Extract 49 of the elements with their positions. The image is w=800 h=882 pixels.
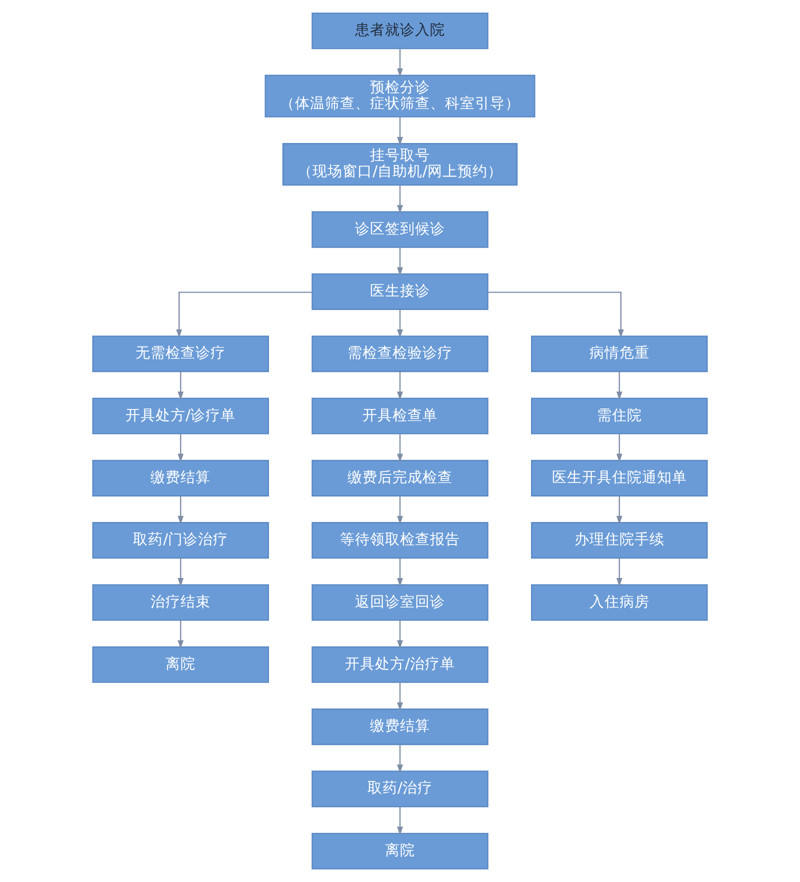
arrow xyxy=(616,434,622,462)
arrow xyxy=(397,620,403,649)
node-box: 开具处方/治疗单 xyxy=(312,646,488,683)
node-box: 等待领取检查报告 xyxy=(312,522,488,559)
arrow xyxy=(616,496,622,524)
arrow xyxy=(178,496,184,524)
node-box: 缴费结算 xyxy=(312,708,488,746)
arrow xyxy=(178,558,184,587)
node-box: 开具处方/诊疗单 xyxy=(92,398,269,434)
node-box: 病情危重 xyxy=(531,336,708,372)
node-box: 取药/门诊治疗 xyxy=(92,522,269,559)
node-box: 挂号取号 （现场窗口/自助机/网上预约） xyxy=(282,143,518,186)
node-box: 需住院 xyxy=(531,398,708,434)
arrow xyxy=(176,292,312,338)
arrow xyxy=(397,558,403,587)
node-box: 医生开具住院通知单 xyxy=(531,460,708,496)
node-box: 诊区签到候诊 xyxy=(312,211,488,248)
node-box: 返回诊室回诊 xyxy=(312,584,488,621)
node-box: 治疗结束 xyxy=(92,584,269,621)
arrow xyxy=(178,372,184,400)
node-box: 入住病房 xyxy=(531,584,708,621)
node-box: 无需检查诊疗 xyxy=(92,336,269,372)
node-box: 需检查检验诊疗 xyxy=(312,336,488,372)
arrow xyxy=(616,558,622,587)
arrow xyxy=(616,372,622,400)
node-box: 离院 xyxy=(312,832,488,870)
node-box: 缴费结算 xyxy=(92,460,269,496)
arrow xyxy=(397,248,403,276)
arrow xyxy=(397,116,403,146)
node-box: 开具检查单 xyxy=(312,398,488,434)
node-box: 缴费后完成检查 xyxy=(312,460,488,496)
arrow xyxy=(178,620,184,649)
node-box: 取药/治疗 xyxy=(312,770,488,808)
arrow xyxy=(397,744,403,774)
node-box: 离院 xyxy=(92,646,269,683)
arrow xyxy=(397,48,403,77)
arrow xyxy=(397,806,403,836)
arrow xyxy=(397,496,403,524)
arrow xyxy=(178,434,184,462)
node-box: 医生接诊 xyxy=(312,273,488,310)
arrow xyxy=(488,292,624,338)
node-box: 患者就诊入院 xyxy=(312,12,488,50)
node-box: 预检分诊 （体温筛查、症状筛查、科室引导） xyxy=(264,74,536,118)
arrow xyxy=(397,310,403,338)
arrow xyxy=(397,185,403,214)
arrow xyxy=(397,682,403,711)
node-box: 办理住院手续 xyxy=(531,522,708,559)
arrow xyxy=(397,434,403,462)
arrow xyxy=(397,372,403,400)
